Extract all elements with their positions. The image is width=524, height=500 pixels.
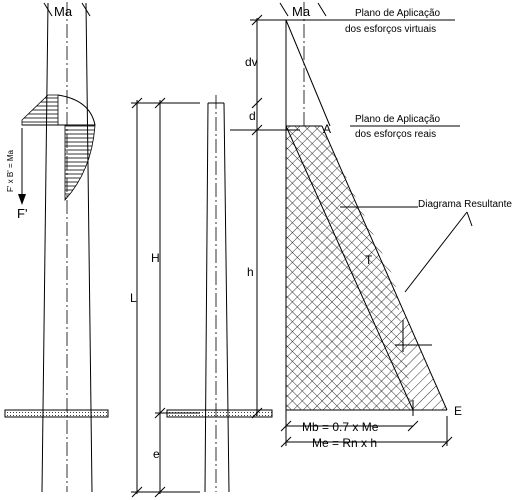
diagram-resultant-leaders <box>340 206 473 293</box>
label-plane-virtual-1: Plano de Aplicação <box>355 8 441 19</box>
left-moment-curve <box>57 94 96 126</box>
label-plane-virtual-2: dos esforços virtuais <box>345 24 436 35</box>
moment-diagram-outline <box>285 125 448 416</box>
label-plane-real-2: dos esforços reais <box>355 129 436 140</box>
label-me-formula: Me = Rn x h <box>312 436 377 450</box>
label-mb-formula: Mb = 0.7 x Me <box>302 420 379 434</box>
left-moment-area-upper <box>21 94 59 126</box>
force-arrow-head <box>18 194 26 205</box>
label-f-prime: F' <box>17 206 27 221</box>
label-diagram-resultant: Diagrama Resultante <box>418 199 512 210</box>
middle-pole <box>204 102 230 493</box>
label-l: L <box>130 291 137 305</box>
dimension-l <box>131 97 200 498</box>
label-h-upper: H <box>151 251 160 265</box>
left-ground <box>4 409 109 418</box>
label-dv: dv <box>245 55 258 69</box>
label-point-a: A <box>323 122 331 136</box>
label-d: d <box>249 109 256 123</box>
label-point-e: E <box>454 404 462 418</box>
label-force-formula: F' x B' = Ma <box>6 149 15 192</box>
label-plane-real-1: Plano de Aplicação <box>355 114 441 125</box>
label-e: e <box>153 447 160 461</box>
label-h-lower: h <box>247 265 254 279</box>
label-point-t: T <box>365 253 373 267</box>
dimension-me <box>280 416 453 448</box>
dimension-h-upper <box>154 97 200 498</box>
left-ma-markers <box>43 2 91 17</box>
label-ma-left: Ma <box>54 4 73 19</box>
left-moment-area-lower <box>64 124 96 202</box>
label-ma-right: Ma <box>292 4 311 19</box>
right-ma-markers <box>279 2 327 17</box>
